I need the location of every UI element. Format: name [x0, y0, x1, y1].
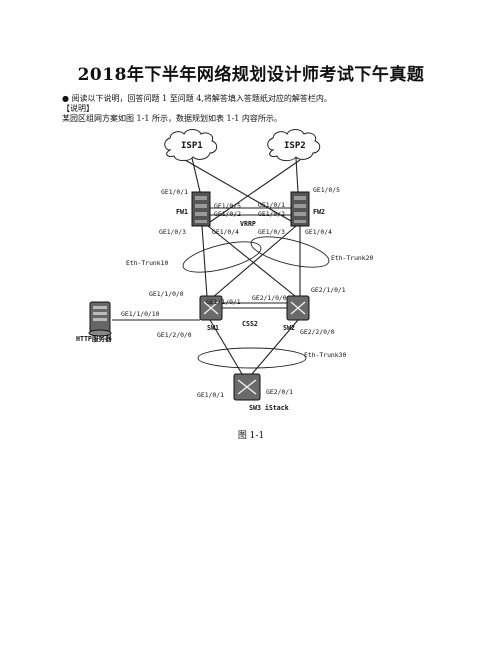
page-title: 2018年下半年网络规划设计师考试下午真题 — [77, 65, 425, 85]
sw2-label: SW2 — [283, 324, 295, 332]
link-sw1-sw3 — [209, 319, 243, 375]
fw1-port-ge1-0-3: GE1/0/3 — [159, 228, 186, 236]
isp2-cloud — [267, 129, 321, 162]
sw1-icon — [199, 295, 223, 321]
fw2-label: FW2 — [313, 208, 325, 216]
css2-label: CSS2 — [242, 320, 258, 328]
vrrp-label: VRRP — [240, 220, 256, 228]
trunk30-ellipse — [197, 347, 307, 369]
link-fw1-sw2 — [207, 225, 296, 297]
fw1-port-ge1-0-2: GE1/0/2 — [214, 210, 241, 218]
isp1-cloud — [164, 129, 218, 162]
fw1-port-ge1-0-1: GE1/0/1 — [161, 188, 188, 196]
trunk10-ellipse — [182, 241, 262, 273]
fw1-port-ge1-0-4: GE1/0/4 — [212, 228, 239, 236]
sw3-port-ge2-0-1: GE2/0/1 — [266, 388, 293, 396]
server-label: HTTP服务器 — [76, 334, 112, 343]
sw2-port-ge2-1-0-1: GE2/1/0/1 — [311, 286, 346, 294]
sw1-label: SW1 — [207, 324, 219, 332]
fw2-port-ge1-0-3: GE1/0/3 — [258, 228, 285, 236]
sw1-port-ge1-1-0-1: GE1/1/0/1 — [206, 298, 241, 306]
instruction-line: ● 阅读以下说明，回答问题 1 至问题 4,将解答填入答题纸对应的解答栏内。 — [62, 94, 332, 103]
fw2-port-ge1-0-2: GE1/0/2 — [258, 210, 285, 218]
trunk20-label: Eth-Trunk20 — [331, 254, 373, 262]
section-heading: 【说明】 — [62, 104, 94, 113]
sw1-port-ge1-1-0-10: GE1/1/0/10 — [121, 310, 160, 318]
trunk30-label: Eth-Trunk30 — [304, 351, 346, 359]
fw1-icon — [191, 191, 211, 227]
fw1-port-ge1-0-5: GE1/0/5 — [214, 202, 241, 210]
sw3-icon — [233, 373, 261, 401]
fw2-port-ge1-0-1: GE1/0/1 — [258, 201, 285, 209]
sw2-icon — [286, 295, 310, 321]
sw3-port-ge1-0-1: GE1/0/1 — [197, 391, 224, 399]
link-isp2-fw1 — [209, 159, 301, 223]
fw2-port-ge1-0-4: GE1/0/4 — [305, 228, 332, 236]
sw1-port-ge1-1-0-0: GE1/1/0/0 — [149, 290, 184, 298]
trunk20-ellipse — [250, 236, 330, 268]
sw1-port-ge1-2-0-0: GE1/2/0/0 — [157, 331, 192, 339]
links — [112, 157, 301, 375]
link-isp2-fw2 — [295, 157, 299, 193]
fw1-label: FW1 — [176, 208, 188, 216]
isp1-label: ISP1 — [181, 141, 203, 151]
figure-caption: 图 1-1 — [237, 431, 265, 441]
sw2-port-ge2-1-0-0: GE2/1/0/0 — [252, 294, 287, 302]
trunk10-label: Eth-Trunk10 — [126, 259, 168, 267]
fw2-icon — [290, 191, 310, 227]
sw3-label: SW3 iStack — [249, 404, 289, 412]
server-icon — [88, 301, 112, 337]
link-isp1-fw1 — [191, 157, 201, 193]
link-sw2-sw3 — [251, 319, 299, 375]
link-fw1-sw1 — [201, 225, 208, 298]
fw2-port-ge1-0-5: GE1/0/5 — [313, 186, 340, 194]
sw2-port-ge2-2-0-0: GE2/2/0/0 — [300, 328, 335, 336]
description-line: 某园区组网方案如图 1-1 所示，数据规划如表 1-1 内容所示。 — [62, 114, 282, 123]
link-isp1-fw2 — [184, 159, 299, 226]
isp2-label: ISP2 — [284, 141, 306, 151]
